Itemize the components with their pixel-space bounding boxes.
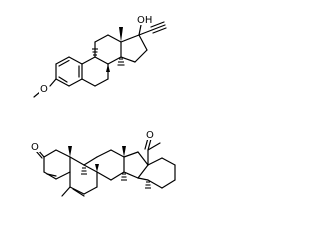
ring-e-bottom <box>137 157 176 189</box>
hash-c14-bottom <box>121 173 127 181</box>
top-stereo-bonds <box>92 27 125 72</box>
bottom-stereo-bonds <box>68 146 151 189</box>
hash-c9-bottom <box>81 167 87 175</box>
methyl-c6 <box>61 186 71 197</box>
svg-text:OH: OH <box>137 15 152 26</box>
ring-a-enone <box>43 149 71 180</box>
ring-c <box>94 34 122 65</box>
svg-text:O: O <box>40 84 48 95</box>
bottom-molecule: O O <box>30 129 176 197</box>
ring-c-bottom <box>83 149 125 181</box>
ring-d <box>120 34 148 63</box>
atom-label-oh: OH <box>136 14 152 26</box>
ring-b <box>81 56 109 87</box>
atom-label-methoxy-o: O <box>39 83 49 95</box>
ring-a-aromatic <box>55 56 83 87</box>
ring-d-bottom <box>123 151 149 179</box>
hydroxyl-bond <box>138 24 142 36</box>
hash-ring-fusion <box>145 181 151 189</box>
top-molecule: OH O <box>33 14 167 98</box>
atom-label-ketone-o: O <box>30 141 40 153</box>
svg-text:O: O <box>31 142 39 153</box>
hash-c14 <box>117 58 125 66</box>
svg-text:O: O <box>146 130 154 141</box>
ethynyl-group <box>138 21 167 36</box>
ring-b-bottom <box>69 156 98 197</box>
hash-c9 <box>92 48 98 56</box>
atom-label-acetyl-o: O <box>145 129 155 141</box>
acetyl-group <box>144 137 161 166</box>
structure-canvas: OH O <box>30 14 176 197</box>
